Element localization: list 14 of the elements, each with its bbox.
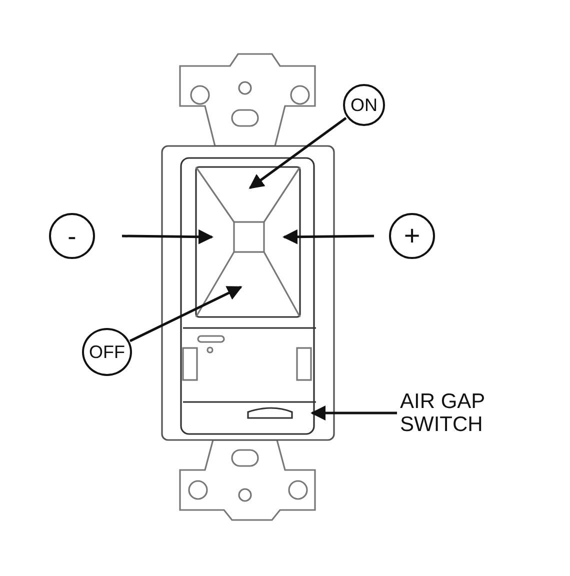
callout-label: + [404,222,420,250]
leader-arrow [129,286,242,342]
callout-circle [49,213,95,259]
callout-circle [82,328,132,376]
leader-arrow [122,229,214,244]
leader-arrow [282,229,374,244]
callout-label: OFF [89,343,125,361]
leader-arrow [310,406,397,420]
callout-circle [343,84,385,126]
leader-arrow [248,116,347,190]
part-label: AIR GAP SWITCH [400,390,486,436]
callout-circle [389,213,435,259]
callout-label: ON [350,96,378,114]
callout-label: - [68,223,76,249]
